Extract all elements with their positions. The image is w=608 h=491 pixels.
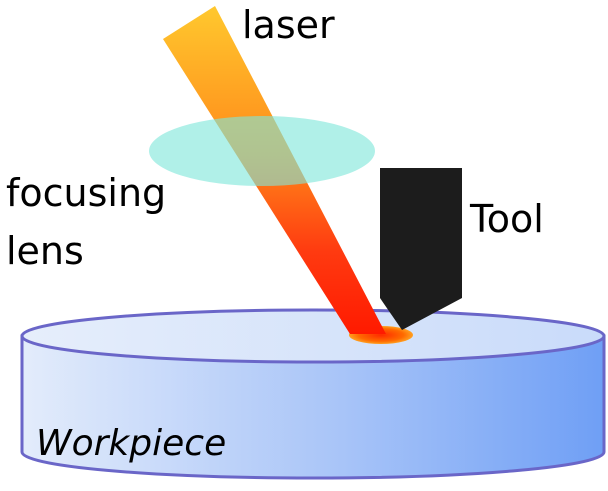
focusing-lens-label-line2: lens: [6, 229, 84, 273]
workpiece-label: Workpiece: [36, 423, 226, 464]
focusing-lens: [149, 116, 375, 186]
tool-label: Tool: [469, 197, 544, 241]
workpiece-top: [20, 308, 606, 364]
focusing-lens-label-line1: focusing: [6, 171, 166, 215]
workpiece-side: [20, 334, 606, 480]
workpiece: Workpiece: [20, 308, 606, 480]
laser-label: laser: [242, 3, 335, 47]
cutting-tool: [380, 168, 462, 330]
